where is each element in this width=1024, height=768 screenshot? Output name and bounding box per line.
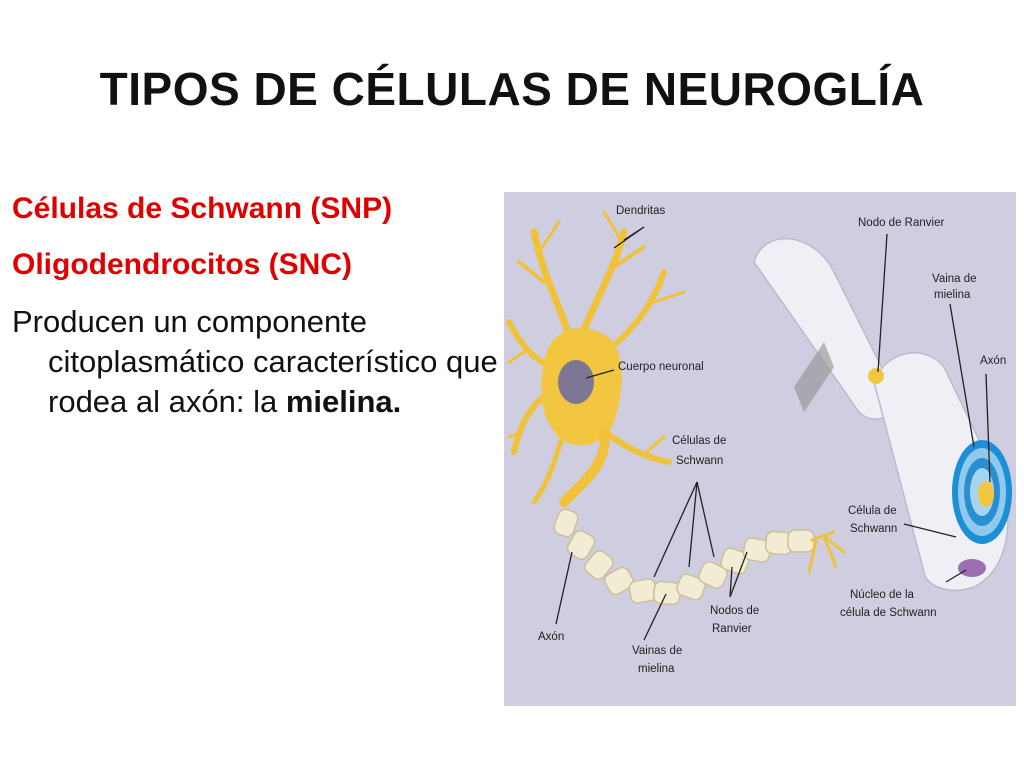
label-nucleo-line1: Núcleo de la (850, 589, 915, 601)
myelin-bold-word: mielina. (285, 384, 402, 419)
text-column: Células de Schwann (SNP) Oligodendrocito… (12, 190, 502, 422)
axon-terminals (807, 530, 846, 574)
label-celulas-schwann-line1: Células de (672, 435, 726, 447)
label-axon-right: Axón (980, 355, 1006, 367)
label-vaina-line2: mielina (934, 289, 971, 301)
label-dendritas: Dendritas (616, 205, 665, 217)
label-vainas-line1: Vainas de (632, 645, 682, 657)
label-celula-schwann-line2: Schwann (850, 523, 897, 535)
schwann-nucleus (958, 559, 986, 577)
node-of-ranvier-dot (868, 368, 884, 384)
description-text: Producen un componente citoplasmático ca… (12, 304, 498, 419)
leader-lines (555, 226, 991, 641)
label-vainas-line2: mielina (638, 663, 675, 675)
cell-body (541, 328, 622, 507)
label-nodos-line1: Nodos de (710, 605, 759, 617)
description-paragraph: Producen un componente citoplasmático ca… (12, 302, 502, 422)
label-cuerpo-neuronal: Cuerpo neuronal (618, 361, 704, 373)
neuron-diagram: Dendritas Cuerpo neuronal Células de Sch… (504, 192, 1016, 706)
label-axon-left: Axón (538, 631, 564, 643)
label-celulas-schwann-line2: Schwann (676, 455, 723, 467)
myelin-sheath-enlarged (753, 237, 1012, 592)
label-celula-schwann-line1: Célula de (848, 505, 897, 517)
label-nucleo-line2: célula de Schwann (840, 607, 937, 619)
label-nodo-ranvier: Nodo de Ranvier (858, 217, 944, 229)
myelinated-axon (553, 508, 815, 606)
label-vaina-line1: Vaina de (932, 273, 977, 285)
label-nodos-line2: Ranvier (712, 623, 752, 635)
line-schwann: Células de Schwann (SNP) (12, 192, 393, 225)
nucleus (558, 360, 594, 404)
line-oligodendrocitos: Oligodendrocitos (SNC) (12, 248, 352, 281)
magnify-arrow (794, 342, 834, 412)
slide-title: TIPOS DE CÉLULAS DE NEUROGLÍA (99, 63, 925, 115)
